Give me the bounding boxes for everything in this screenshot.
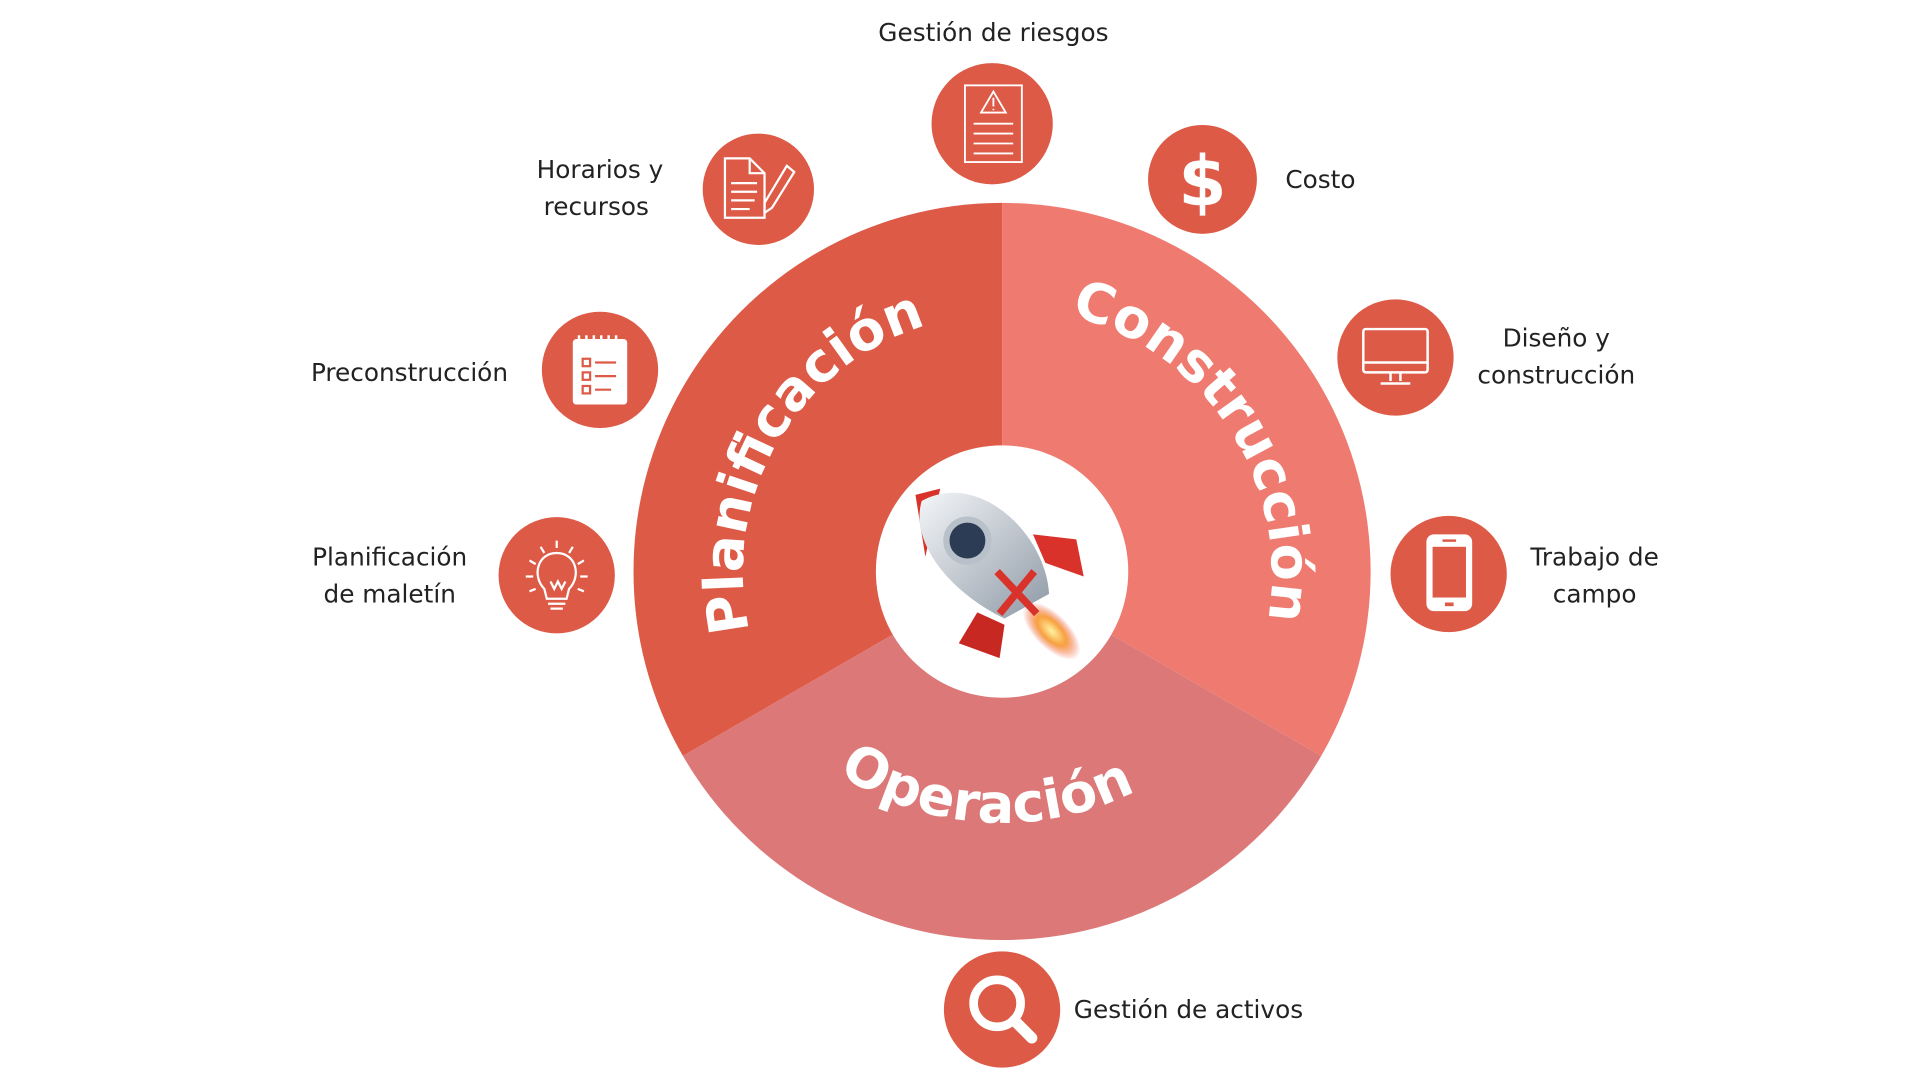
segment-operacion [682, 571, 1322, 941]
item-preconstruccion: Preconstrucción [311, 311, 659, 429]
label-maletin-line2: de maletín [324, 579, 456, 608]
label-horarios-line2: recursos [544, 192, 649, 221]
label-gestion-activos: Gestión de activos [1074, 995, 1303, 1024]
rocket-icon [915, 488, 1084, 660]
lightbulb-icon [525, 540, 588, 610]
label-horarios-line1: Horarios y [537, 155, 664, 184]
warning-document-icon [964, 84, 1023, 163]
item-planificacion-maletin: Planificación de maletín [312, 517, 615, 634]
label-costo: Costo [1285, 165, 1355, 194]
document-pencil-icon [723, 157, 796, 219]
item-gestion-riesgos: Gestión de riesgos [878, 18, 1108, 185]
smartphone-icon [1426, 534, 1473, 612]
item-costo: $ Costo [1148, 124, 1355, 234]
search-icon [969, 975, 1038, 1044]
label-preconstruccion: Preconstrucción [311, 358, 508, 387]
item-trabajo-campo: Trabajo de campo [1390, 515, 1659, 633]
label-diseno-line1: Diseño y [1503, 323, 1610, 352]
label-campo-line1: Trabajo de [1529, 542, 1658, 571]
item-diseno-construccion: Diseño y construcción [1337, 299, 1635, 416]
item-horarios-recursos: Horarios y recursos [537, 133, 815, 245]
label-campo-line2: campo [1553, 579, 1637, 608]
label-gestion-riesgos: Gestión de riesgos [878, 18, 1108, 47]
label-diseno-line2: construcción [1477, 361, 1635, 390]
monitor-icon [1362, 327, 1429, 385]
item-gestion-activos: Gestión de activos [943, 951, 1303, 1068]
label-maletin-line1: Planificación [312, 542, 467, 571]
checklist-icon [572, 335, 628, 405]
dollar-icon: $ [1178, 142, 1226, 222]
